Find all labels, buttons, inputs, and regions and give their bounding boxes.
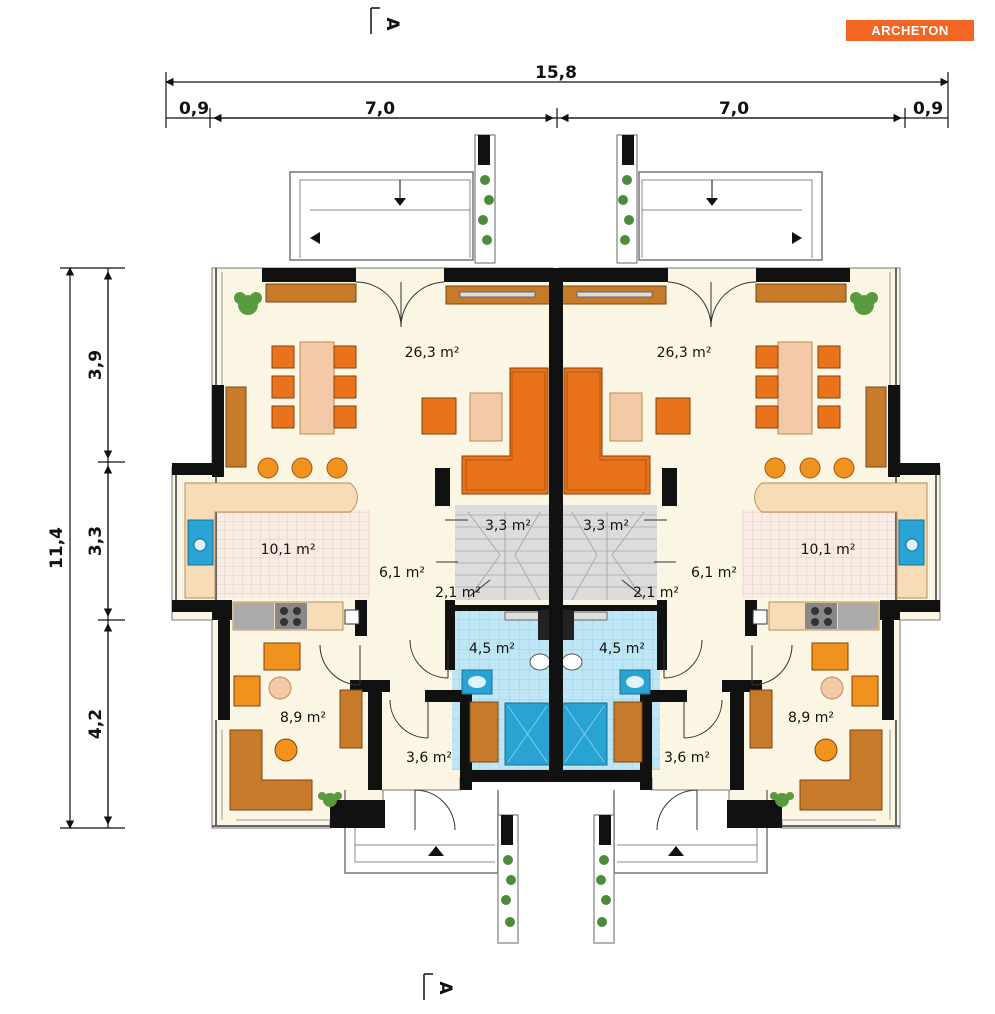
- dim-right-half: 7,0: [719, 99, 749, 119]
- area-entry-right: 3,6 m²: [664, 750, 710, 766]
- dim-total-width: 15,8: [535, 63, 577, 83]
- dimension-lines: [60, 72, 949, 829]
- section-mark-bottom: A: [435, 981, 455, 995]
- dim-left-half: 7,0: [365, 99, 395, 119]
- area-storage-right: 2,1 m²: [633, 585, 679, 601]
- area-stair-left: 3,3 m²: [485, 518, 531, 534]
- dim-top-height: 3,9: [86, 350, 106, 380]
- entry-wall: [460, 770, 652, 782]
- area-room-left: 8,9 m²: [280, 710, 326, 726]
- area-hall-left: 6,1 m²: [379, 565, 425, 581]
- archeton-logo: ARCHETON: [846, 20, 974, 41]
- area-kitchen-left: 10,1 m²: [261, 542, 316, 558]
- area-living-left: 26,3 m²: [405, 345, 460, 361]
- logo-text: ARCHETON: [871, 23, 949, 38]
- area-storage-left: 2,1 m²: [435, 585, 481, 601]
- area-bath-right: 4,5 m²: [599, 641, 645, 657]
- area-hall-right: 6,1 m²: [691, 565, 737, 581]
- dim-bottom-height: 4,2: [86, 709, 106, 739]
- party-wall: [549, 268, 563, 778]
- unit-right: [545, 134, 941, 944]
- dim-right-edge: 0,9: [913, 99, 943, 119]
- section-mark-top: A: [382, 17, 402, 31]
- dim-total-height: 11,4: [47, 527, 67, 569]
- dim-left-edge: 0,9: [179, 99, 209, 119]
- area-living-right: 26,3 m²: [657, 345, 712, 361]
- unit-left: [171, 134, 567, 944]
- dim-middle-height: 3,3: [86, 526, 106, 556]
- area-room-right: 8,9 m²: [788, 710, 834, 726]
- area-entry-left: 3,6 m²: [406, 750, 452, 766]
- area-bath-left: 4,5 m²: [469, 641, 515, 657]
- area-stair-right: 3,3 m²: [583, 518, 629, 534]
- area-kitchen-right: 10,1 m²: [801, 542, 856, 558]
